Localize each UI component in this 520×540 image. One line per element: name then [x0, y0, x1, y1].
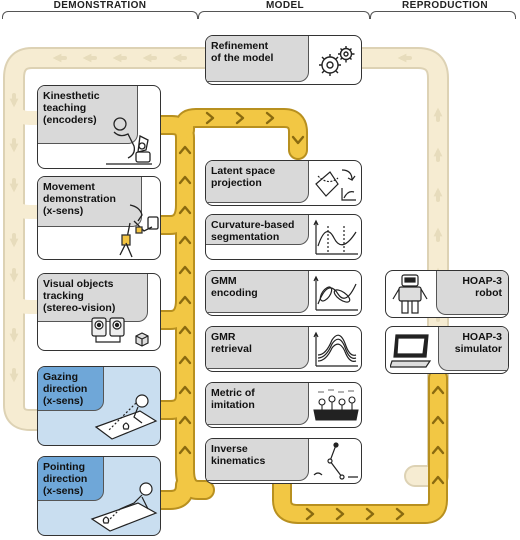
- flow-chevron: [305, 507, 315, 521]
- flow-path: [152, 292, 193, 328]
- metric-icon: [313, 389, 359, 421]
- kinematics-icon: [313, 442, 358, 480]
- box-kinesthetic-teaching: Kinesthetic teaching (encoders): [37, 85, 161, 169]
- header-reproduction: REPRODUCTION: [402, 0, 488, 11]
- flow-chevron: [178, 415, 192, 425]
- flow-path: [152, 387, 193, 418]
- flow-chevron: [205, 111, 215, 125]
- flow-chevron: [178, 235, 192, 245]
- flow-chevron: [178, 265, 192, 275]
- flow-chevron: [178, 175, 192, 185]
- label-hoap3-robot: HOAP-3 robot: [436, 271, 508, 315]
- label-pointing-direction: Pointing direction (x-sens): [38, 457, 104, 501]
- flow-chevron: [178, 325, 192, 335]
- flow-chevron: [365, 507, 375, 521]
- pointing-icon: [90, 482, 158, 532]
- label-refinement: Refinement of the model: [206, 36, 309, 82]
- label-gmr-retrieval: GMR retrieval: [206, 327, 309, 369]
- box-hoap3-simulator: HOAP-3 simulator: [385, 326, 509, 374]
- box-gmr-retrieval: GMR retrieval: [205, 326, 362, 372]
- flow-chevron: [265, 111, 275, 125]
- flow-path: [274, 370, 446, 522]
- box-metric-of-imitation: Metric of imitation: [205, 382, 362, 428]
- projection-icon: [315, 169, 356, 201]
- box-pointing-direction: Pointing direction (x-sens): [37, 456, 161, 536]
- label-gazing-direction: Gazing direction (x-sens): [38, 367, 104, 411]
- gmr-icon: [313, 331, 358, 367]
- curvature-icon: [313, 219, 358, 255]
- label-inverse-kinematics: Inverse kinematics: [206, 439, 309, 481]
- bracket-model: [198, 11, 370, 19]
- flow-chevron: [335, 507, 345, 521]
- bracket-reproduction: [370, 11, 516, 19]
- flow-chevron: [178, 385, 192, 395]
- flow-chevron: [431, 415, 445, 425]
- bracket-demonstration: [2, 11, 198, 19]
- label-movement-demonstration: Movement demonstration (x-sens): [38, 177, 142, 227]
- box-movement-demonstration: Movement demonstration (x-sens): [37, 176, 161, 260]
- flow-chevron: [178, 295, 192, 305]
- box-visual-objects-tracking: Visual objects tracking (stereo-vision): [37, 273, 161, 351]
- main-flow: [150, 108, 448, 524]
- box-curvature-segmentation: Curvature-based segmentation: [205, 214, 362, 260]
- robot-icon: [392, 274, 428, 314]
- header-model: MODEL: [265, 0, 305, 11]
- flow-chevron: [291, 135, 305, 145]
- flow-chevron: [178, 205, 192, 215]
- flow-chevron: [178, 445, 192, 455]
- box-inverse-kinematics: Inverse kinematics: [205, 438, 362, 484]
- box-latent-space-projection: Latent space projection: [205, 160, 362, 206]
- label-visual-objects-tracking: Visual objects tracking (stereo-vision): [38, 274, 148, 322]
- monitor-icon: [390, 334, 432, 368]
- gears-icon: [319, 46, 355, 76]
- gmm-icon: [313, 275, 358, 311]
- gaze-icon: [94, 394, 158, 440]
- flow-chevron: [431, 475, 445, 485]
- label-latent-space-projection: Latent space projection: [206, 161, 309, 203]
- label-gmm-encoding: GMM encoding: [206, 271, 309, 313]
- flow-chevron: [235, 111, 245, 125]
- label-metric-of-imitation: Metric of imitation: [206, 383, 309, 425]
- header-demonstration: DEMONSTRATION: [53, 0, 147, 11]
- flow-path: [152, 477, 193, 508]
- box-gazing-direction: Gazing direction (x-sens): [37, 366, 161, 446]
- label-curvature-segmentation: Curvature-based segmentation: [206, 215, 309, 245]
- label-hoap3-simulator: HOAP-3 simulator: [438, 327, 508, 371]
- flow-chevron: [431, 445, 445, 455]
- cameras-icon: [91, 317, 149, 347]
- robot-arm-icon: [106, 117, 152, 165]
- label-kinesthetic-teaching: Kinesthetic teaching (encoders): [38, 86, 138, 144]
- flow-chevron: [431, 385, 445, 395]
- feedback-loop: [3, 47, 449, 487]
- box-refinement: Refinement of the model: [205, 35, 362, 85]
- flow-chevron: [178, 355, 192, 365]
- flow-chevron: [395, 507, 405, 521]
- box-hoap3-robot: HOAP-3 robot: [385, 270, 509, 318]
- flow-chevron: [178, 145, 192, 155]
- sensor-arm-icon: [119, 204, 159, 258]
- flow-path: [177, 110, 306, 158]
- box-gmm-encoding: GMM encoding: [205, 270, 362, 316]
